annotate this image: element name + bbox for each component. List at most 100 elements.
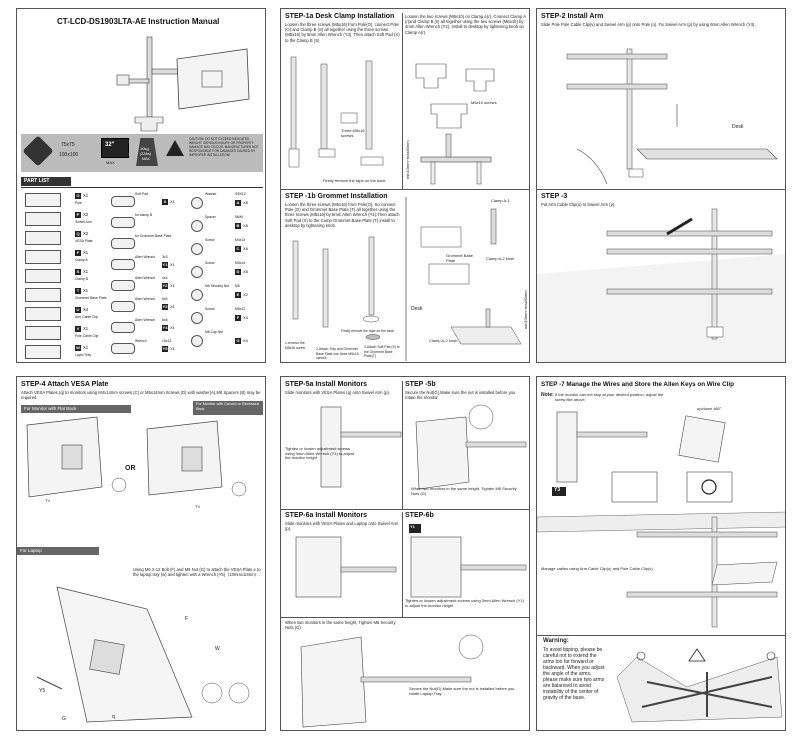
part-qty: X8 <box>243 200 248 205</box>
step1b-clampA2: Clamp A-2 knob <box>486 256 515 261</box>
part-icon <box>191 266 203 278</box>
part-code: F <box>75 250 81 256</box>
part-code: Y3 <box>162 304 168 310</box>
part-icon <box>25 326 61 340</box>
part-name: Screw <box>205 307 215 311</box>
or-label: OR <box>125 465 136 472</box>
step1a-screws: Three M5x16 screws <box>341 128 365 138</box>
panel-title-partlist: CT-LCD-DS1903LTA-AE Instruction Manual 7… <box>16 8 266 363</box>
step1a-text2: Loosen the two screws (M6x10) on Clamp A… <box>405 14 526 35</box>
part-code: O <box>75 193 81 199</box>
laptop-g: G <box>62 716 66 722</box>
step1b-grommet: Grommet Base Plate <box>446 253 473 263</box>
part-icon <box>111 280 135 291</box>
part-size: 3x3 <box>162 255 168 259</box>
laptop-y5: Y5 <box>39 688 46 694</box>
step6b-title: STEP-6b <box>405 512 434 519</box>
part-icon <box>111 259 135 270</box>
step6a-title: STEP-6a Install Monitors <box>285 512 368 519</box>
part-icon <box>25 288 61 302</box>
step3-text: Put Arm Cable Clip(u) to Swivel Arm (p). <box>541 202 616 207</box>
step5b-title: STEP -5b <box>405 381 436 388</box>
step5-illustration <box>320 404 527 490</box>
step1a-note: Firstly remove the tape on the back <box>323 178 386 183</box>
spec-strip: 75x75 100x100 32" MAX 10kg (22lbs) MAX C… <box>21 134 263 172</box>
step1a-text: Loosen the three screws (M5x16) from Pol… <box>285 22 400 43</box>
part-icon <box>191 335 203 347</box>
step6a-text: Slide monitors with VESA Plates and Lapt… <box>285 521 399 532</box>
step5a-note: Tighten or loosen adjustment screws usin… <box>285 446 355 461</box>
part-size: Φ5X12 <box>235 192 246 196</box>
step2-desk: Desk <box>732 124 744 130</box>
spec-size-2: MAX <box>106 160 115 165</box>
part-icon <box>111 196 135 207</box>
part-name: Screw <box>205 261 215 265</box>
curved-back-label: For Monitor with Curved or Recessed Back <box>193 401 263 415</box>
caution-icon <box>166 140 184 156</box>
step5a-text: Slide monitors with VESA Plates (q) onto… <box>285 390 390 395</box>
part-icon <box>25 250 61 264</box>
step1b-note: Firstly remove the tape on the back <box>341 329 394 333</box>
part-icon <box>25 345 61 359</box>
part-name: Screw <box>205 238 215 242</box>
spec-size: 32" <box>105 142 115 148</box>
part-name: M6 Cap Nut <box>205 330 224 334</box>
step1a-title: STEP-1a Desk Clamp Installation <box>285 13 395 20</box>
panel-step1: STEP-1a Desk Clamp Installation Loosen t… <box>280 8 530 363</box>
flat-back-label: For Monitor with Flat Back <box>21 405 131 413</box>
step6-illustration <box>295 524 527 598</box>
part-name: Wrench <box>135 339 147 343</box>
panel-step4: STEP-4 Attach VESA Plate Attach VESA Pla… <box>16 376 266 731</box>
part-qty: X1 <box>83 326 89 331</box>
part-qty: X1 <box>170 325 175 330</box>
part-qty: X1 <box>170 346 175 351</box>
vesa-icon <box>22 135 54 167</box>
step1b-clampA1: Clamp A-1 <box>491 198 510 203</box>
step4-title: STEP-4 Attach VESA Plate <box>21 381 109 388</box>
part-name: Lapto Tray <box>75 353 92 357</box>
step1b-range: min10mm~max80mm <box>523 290 528 329</box>
step1a-illustration <box>288 56 495 185</box>
part-code: V <box>75 326 81 332</box>
part-code: X <box>162 199 168 205</box>
step1b-caption-2: 2.Attach Tray and Grommet Base Plate use… <box>316 347 359 361</box>
step5b-text: Secure the Nut(G),Make sure the nut is i… <box>405 390 516 401</box>
part-icon <box>191 312 203 324</box>
step5b-note: When two monitors in the same height, Ti… <box>411 486 517 496</box>
step6b-note: Tighten or loosen adjustment screws usin… <box>405 598 524 608</box>
part-name: Pole <box>75 201 82 205</box>
step5a-title: STEP-5a Install Monitors <box>285 381 368 388</box>
part-icon <box>191 243 203 255</box>
part-name: Clamp B <box>75 277 89 281</box>
spec-weight: 10kg <box>140 146 149 151</box>
warning-text: To avoid tipping, please be careful not … <box>543 647 605 701</box>
step1b-title: STEP -1b Grommet Installation <box>285 193 388 200</box>
part-icon <box>191 197 203 209</box>
step2-title: STEP-2 Install Arm <box>541 13 604 20</box>
part-icon <box>111 217 135 228</box>
spec-weight-2: (22lbs) <box>140 152 151 156</box>
part-code: A <box>235 200 241 206</box>
caution-text: CAUTION: DO NOT EXCEED INDICATED WEIGHT.… <box>189 137 259 157</box>
part-qty: X8 <box>243 223 248 228</box>
part-qty: X1 <box>83 193 89 198</box>
part-code: P <box>75 212 81 218</box>
part-name: for Grommet Base Plate <box>135 234 172 238</box>
part-name: Allen Wrench <box>135 297 156 301</box>
part-qty: X4 <box>83 307 89 312</box>
laptop-illustration <box>36 586 250 723</box>
part-code: G <box>235 338 241 344</box>
part-qty: X1 <box>170 199 175 204</box>
step7-title: STEP -7 Manage the Wires and Store the A… <box>541 381 735 388</box>
